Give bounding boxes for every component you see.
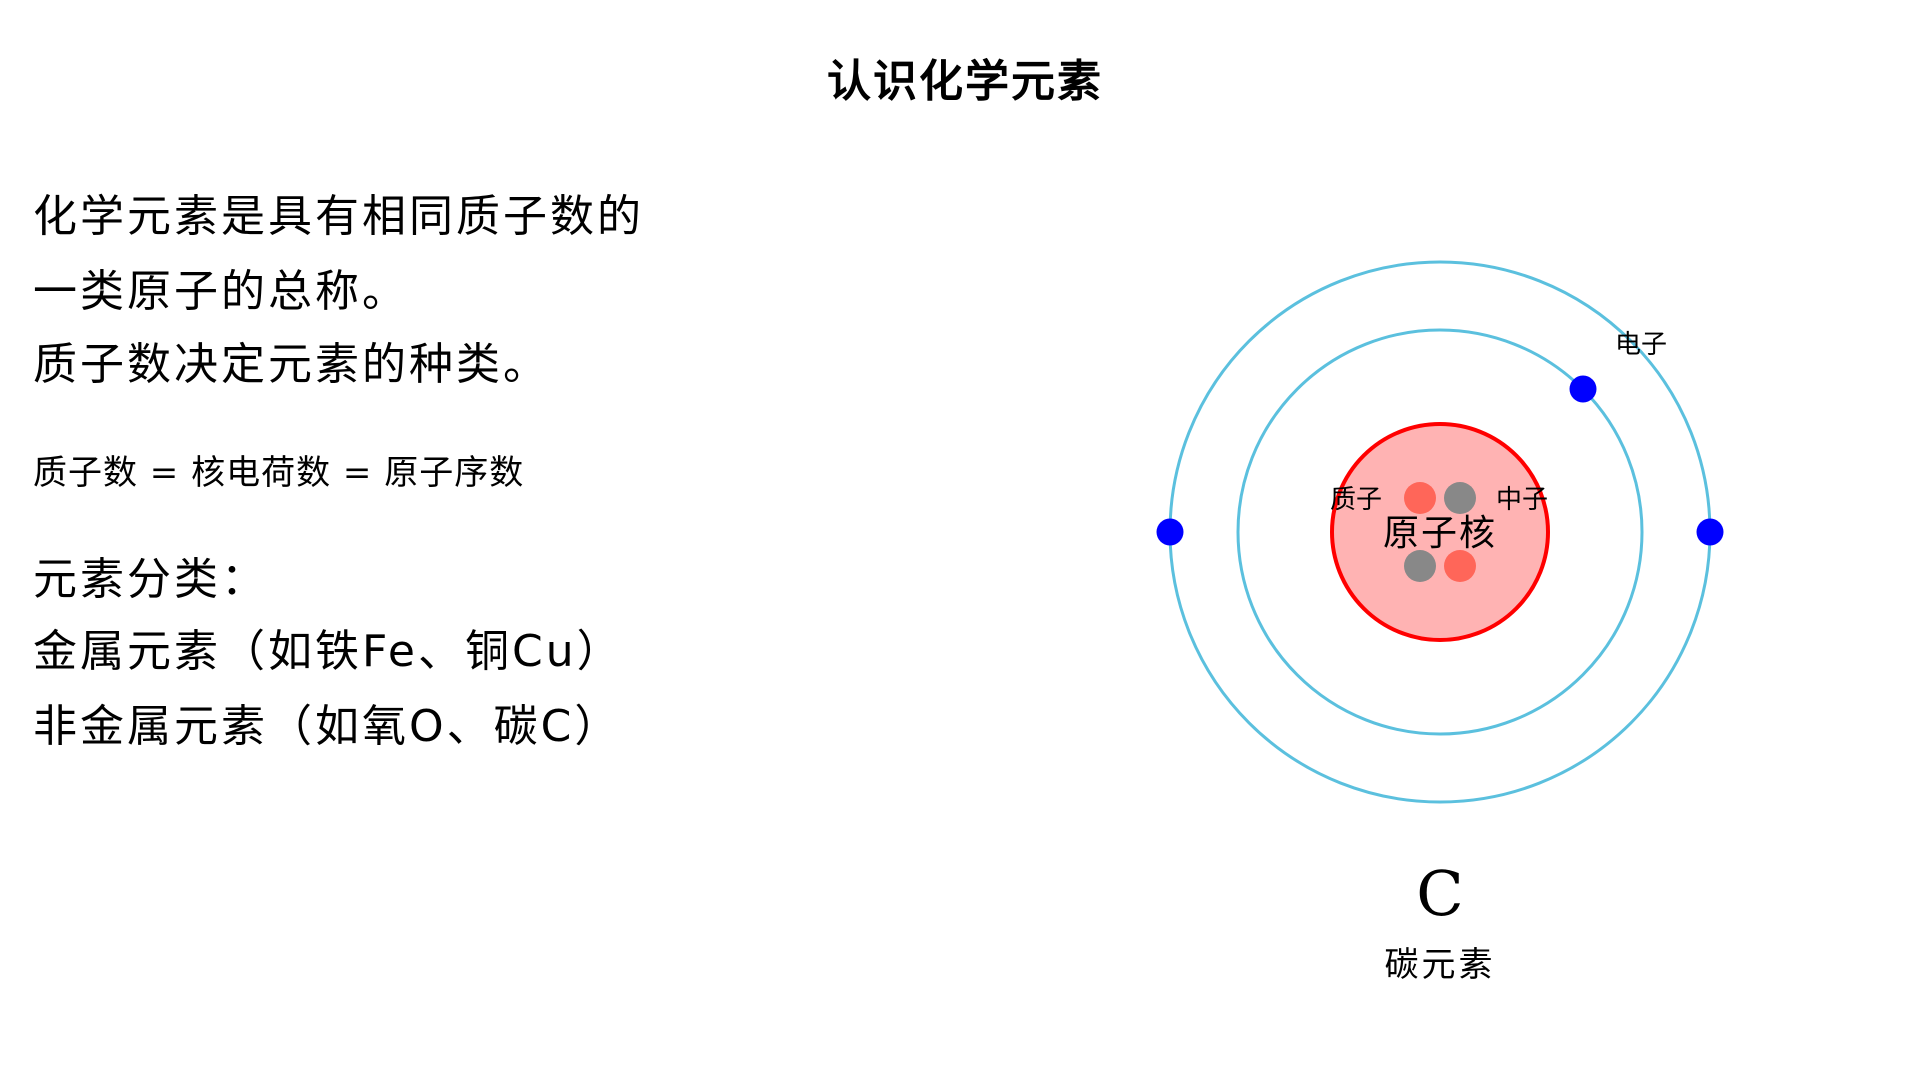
element-name: 碳元素: [1385, 945, 1496, 985]
definition-line-3: 质子数决定元素的种类。: [33, 339, 550, 390]
definition-line-1: 化学元素是具有相同质子数的: [33, 191, 644, 242]
inner-orbit: [1236, 328, 1644, 736]
classification-metal: 金属元素（如铁Fe、铜Cu）: [33, 626, 624, 677]
formula: 质子数 = 核电荷数 = 原子序数: [33, 453, 525, 493]
element-symbol: C: [1416, 857, 1463, 930]
neutron-label: 中子: [1496, 485, 1548, 515]
classification-nonmetal: 非金属元素（如氧O、碳C）: [33, 701, 622, 752]
definition-line-2: 一类原子的总称。: [33, 266, 409, 317]
electron-icon: [1569, 375, 1597, 403]
electron-icon: [1156, 518, 1184, 546]
neutron-icon: [1444, 482, 1476, 514]
page-title: 认识化学元素: [827, 56, 1103, 107]
neutron-icon: [1404, 550, 1436, 582]
electron-label: 电子: [1615, 330, 1667, 360]
proton-label: 质子: [1330, 485, 1382, 515]
nucleus: [1330, 422, 1550, 642]
nucleus-label: 原子核: [1383, 513, 1497, 554]
proton-icon: [1404, 482, 1436, 514]
electron-icon: [1696, 518, 1724, 546]
classification-heading: 元素分类：: [33, 554, 268, 605]
proton-icon: [1444, 550, 1476, 582]
